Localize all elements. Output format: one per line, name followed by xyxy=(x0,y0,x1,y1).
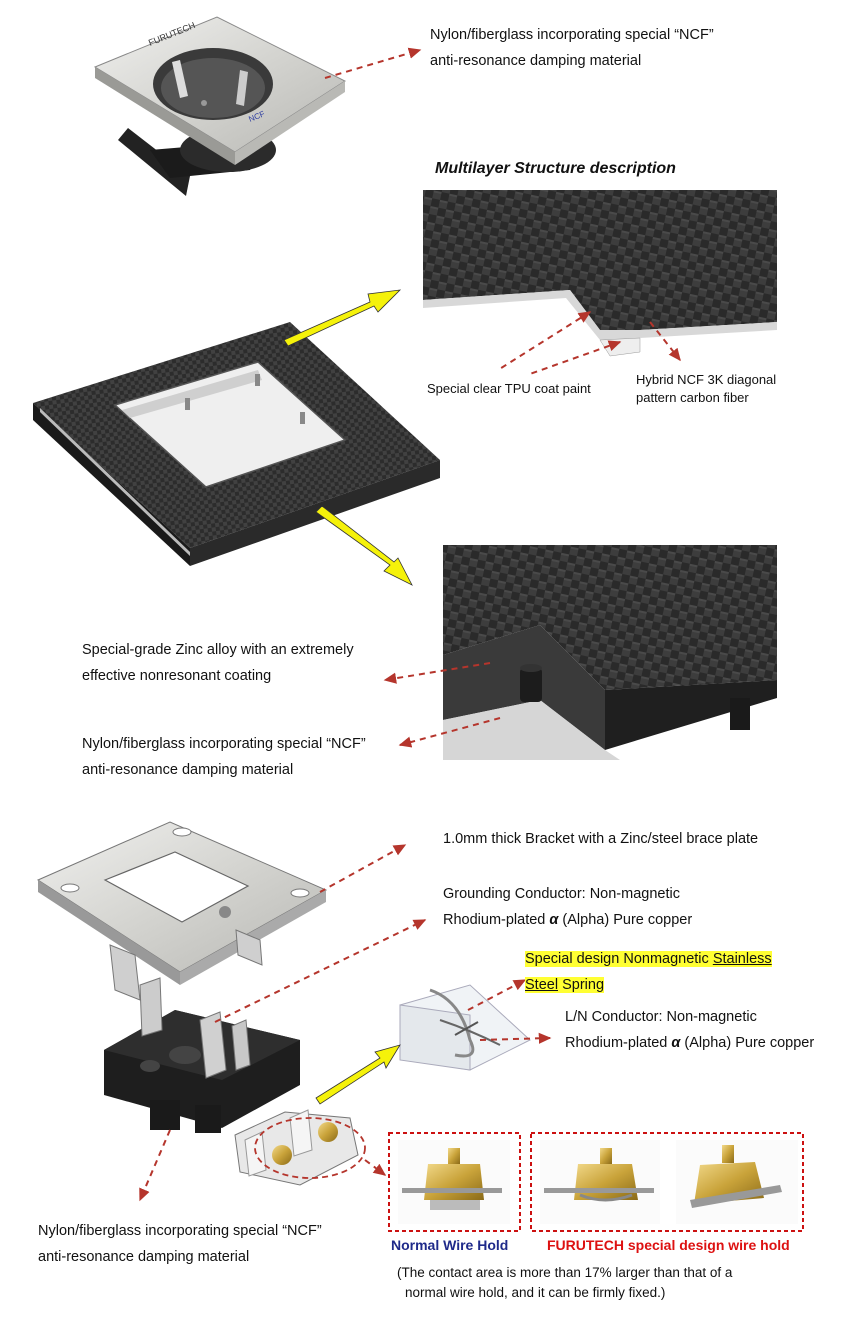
grounding-label-line1: Grounding Conductor: Non-magnetic xyxy=(443,881,692,907)
normal-wire-hold-label: Normal Wire Hold xyxy=(391,1237,508,1253)
spring-label: Special design Nonmagnetic Stainless Ste… xyxy=(525,946,772,998)
contact-note: (The contact area is more than 17% large… xyxy=(397,1263,732,1303)
ln-label-line1: L/N Conductor: Non-magnetic xyxy=(565,1004,814,1030)
normal-wire-hold-photo xyxy=(398,1140,510,1224)
spring-part4: Spring xyxy=(558,977,604,993)
socket-body-illustration xyxy=(104,978,300,1133)
bracket-illustration xyxy=(38,822,326,1000)
yellow-arrow-lower xyxy=(316,506,412,585)
furutech-wire-hold-label: FURUTECH special design wire hold xyxy=(547,1237,790,1253)
carbon-label-line2: pattern carbon fiber xyxy=(636,389,776,407)
leader-bracket xyxy=(320,845,405,892)
ln-label-line2: Rhodium-plated α (Alpha) Pure copper xyxy=(565,1030,814,1056)
spring-part1: Special design Nonmagnetic xyxy=(525,951,713,967)
ln-line2-pre: Rhodium-plated xyxy=(565,1035,671,1051)
top-nylon-label-line1: Nylon/fiberglass incorporating special “… xyxy=(430,22,714,48)
top-nylon-label: Nylon/fiberglass incorporating special “… xyxy=(430,22,714,74)
zinc-label: Special-grade Zinc alloy with an extreme… xyxy=(82,637,354,689)
leader-clamp xyxy=(365,1160,385,1175)
carbon-label-line1: Hybrid NCF 3K diagonal xyxy=(636,371,776,389)
leader-tpu-1 xyxy=(498,312,590,370)
carbon-frame-illustration xyxy=(33,322,440,566)
furutech-wire-hold-photo-2 xyxy=(676,1140,798,1224)
mid-nylon-label-line2: anti-resonance damping material xyxy=(82,757,366,783)
ln-label: L/N Conductor: Non-magnetic Rhodium-plat… xyxy=(565,1004,814,1056)
grounding-line2-pre: Rhodium-plated xyxy=(443,912,549,928)
zinc-label-line1: Special-grade Zinc alloy with an extreme… xyxy=(82,637,354,663)
yellow-arrow-spring xyxy=(316,1045,400,1104)
mid-nylon-label: Nylon/fiberglass incorporating special “… xyxy=(82,731,366,783)
spring-clamp-illustration xyxy=(400,985,530,1070)
carbon-closeup-top xyxy=(423,190,777,356)
spring-label-line2: Steel Spring xyxy=(525,972,772,998)
contact-note-line1: (The contact area is more than 17% large… xyxy=(397,1263,732,1283)
top-nylon-label-line2: anti-resonance damping material xyxy=(430,48,714,74)
zinc-label-line2: effective nonresonant coating xyxy=(82,663,354,689)
furutech-wire-hold-photo-1 xyxy=(540,1140,660,1224)
yellow-arrow-upper xyxy=(284,290,400,346)
multilayer-title: Multilayer Structure description xyxy=(435,160,676,178)
ln-line2-post: (Alpha) Pure copper xyxy=(680,1035,814,1051)
spring-part2: Stainless xyxy=(713,951,772,967)
leader-cover xyxy=(325,50,420,78)
bracket-label: 1.0mm thick Bracket with a Zinc/steel br… xyxy=(443,826,758,852)
grounding-label-line2: Rhodium-plated α (Alpha) Pure copper xyxy=(443,907,692,933)
mid-nylon-label-line1: Nylon/fiberglass incorporating special “… xyxy=(82,731,366,757)
terminal-clamps-illustration xyxy=(235,1110,365,1185)
bottom-nylon-label-line1: Nylon/fiberglass incorporating special “… xyxy=(38,1218,322,1244)
grounding-label: Grounding Conductor: Non-magnetic Rhodiu… xyxy=(443,881,692,933)
leader-bottom-nylon xyxy=(140,1130,170,1200)
carbon-label: Hybrid NCF 3K diagonal pattern carbon fi… xyxy=(636,371,776,407)
bottom-nylon-label-line2: anti-resonance damping material xyxy=(38,1244,322,1270)
spring-label-line1: Special design Nonmagnetic Stainless xyxy=(525,946,772,972)
tpu-label: Special clear TPU coat paint xyxy=(427,380,591,398)
contact-note-line2: normal wire hold, and it can be firmly f… xyxy=(397,1283,732,1303)
grounding-line2-post: (Alpha) Pure copper xyxy=(558,912,692,928)
socket-cover-illustration: FURUTECH NCF xyxy=(95,17,345,196)
carbon-corner-closeup xyxy=(443,545,777,760)
bottom-nylon-label: Nylon/fiberglass incorporating special “… xyxy=(38,1218,322,1270)
leader-tpu-2 xyxy=(530,342,620,374)
spring-part3: Steel xyxy=(525,977,558,993)
